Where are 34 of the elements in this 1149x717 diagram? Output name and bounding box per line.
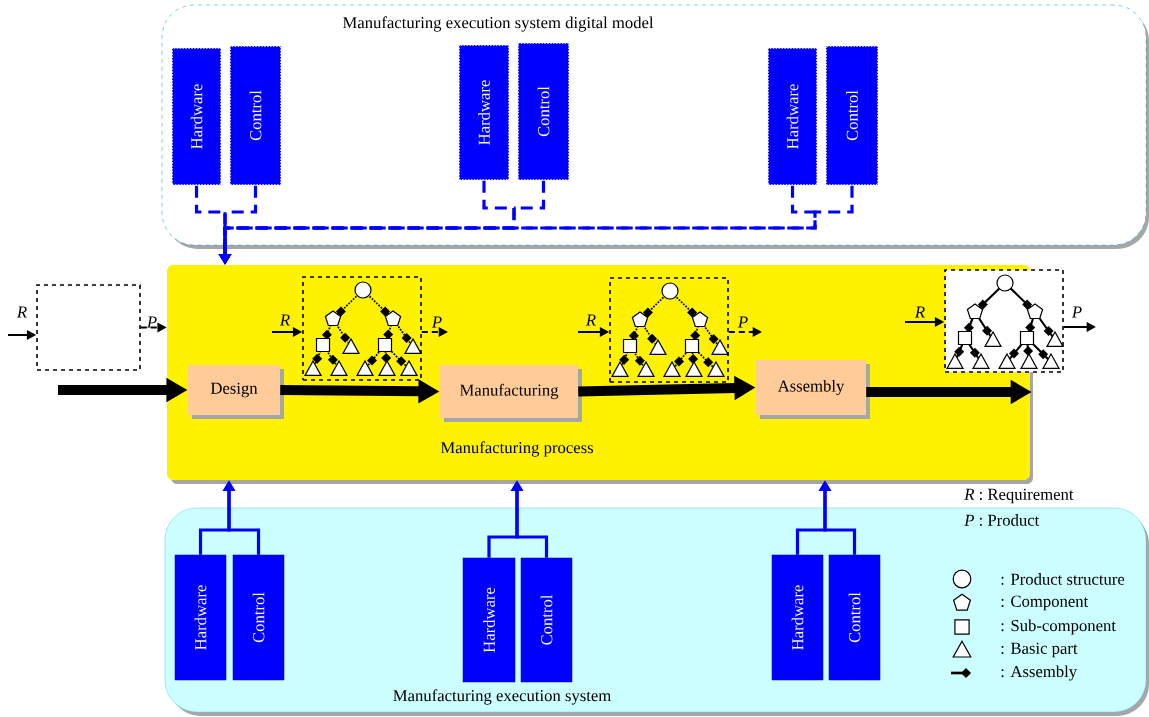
dashed-box (36, 284, 141, 371)
area-title: Manufacturing execution system digital model (342, 16, 654, 32)
area-title: Manufacturing execution system (393, 689, 611, 705)
legend-text: : Assembly (1001, 665, 1078, 681)
edge-label: P (431, 316, 442, 328)
process-box: Manufacturing (440, 365, 582, 422)
digital-block: Control (825, 45, 879, 186)
edge-label: P (737, 316, 748, 328)
equipment-block: Hardware (462, 557, 516, 683)
legend-text: : Product structure (1001, 573, 1125, 585)
legend-text: : Basic part (1001, 642, 1078, 658)
legend-text: R : Requirement (964, 488, 1074, 504)
digital-block: Control (517, 42, 570, 181)
digital-block: Hardware (171, 47, 222, 186)
digital-block: Hardware (458, 44, 510, 181)
process-box: Design (188, 365, 284, 419)
legend-text: : Sub-component (1001, 619, 1116, 635)
edge-label: R (585, 314, 596, 326)
equipment-block: Control (520, 557, 573, 683)
legend-text: P : Product (964, 514, 1040, 526)
edge-label: R (279, 314, 290, 326)
legend-text: : Component (1001, 595, 1089, 611)
digital-block: Control (229, 45, 282, 186)
equipment-block: Control (828, 554, 881, 681)
equipment-block: Hardware (771, 554, 824, 681)
edge-label: P (146, 316, 157, 328)
edge-label: P (1071, 306, 1082, 318)
edge-label: R (914, 306, 925, 318)
process-box: Assembly (756, 360, 870, 419)
equipment-block: Hardware (174, 554, 227, 681)
area-title: Manufacturing process (440, 441, 593, 457)
edge-label: R (16, 306, 27, 318)
digital-block: Hardware (767, 47, 818, 186)
equipment-block: Control (232, 554, 285, 681)
